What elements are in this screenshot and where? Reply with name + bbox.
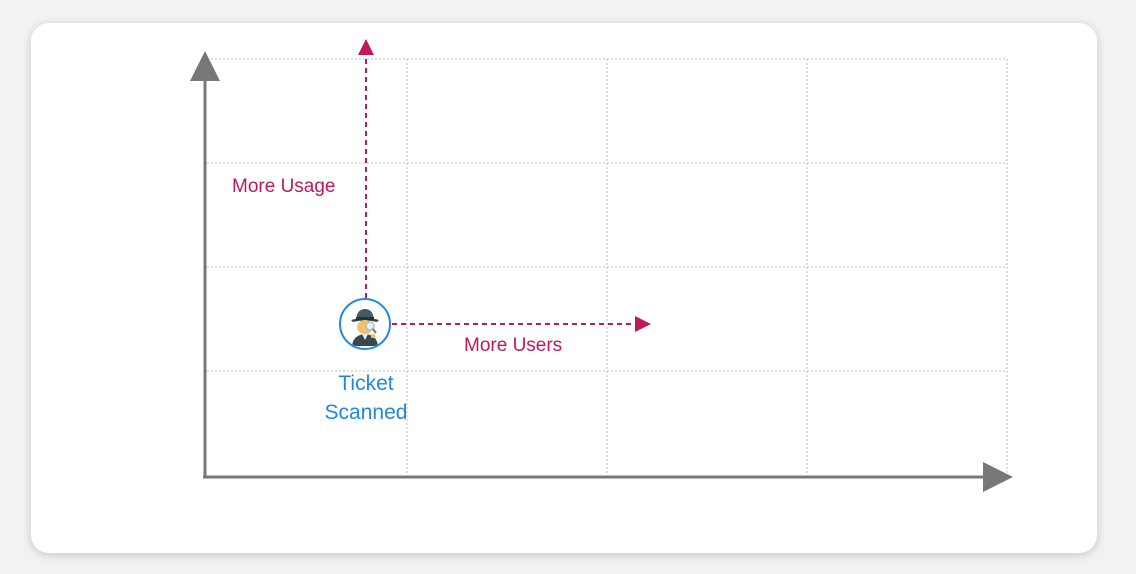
ticket-scanned-label-line2: Scanned	[324, 401, 408, 424]
ticket-scanned-node[interactable]	[339, 298, 391, 350]
grid	[207, 58, 1008, 475]
detective-icon	[351, 309, 379, 346]
diagram-card	[31, 23, 1097, 553]
ticket-scanned-label-line1: Ticket	[338, 372, 394, 395]
more-users-label: More Users	[464, 335, 563, 356]
more-usage-label: More Usage	[232, 176, 336, 197]
ticket-scanned-label: Ticket Scanned	[300, 369, 432, 427]
